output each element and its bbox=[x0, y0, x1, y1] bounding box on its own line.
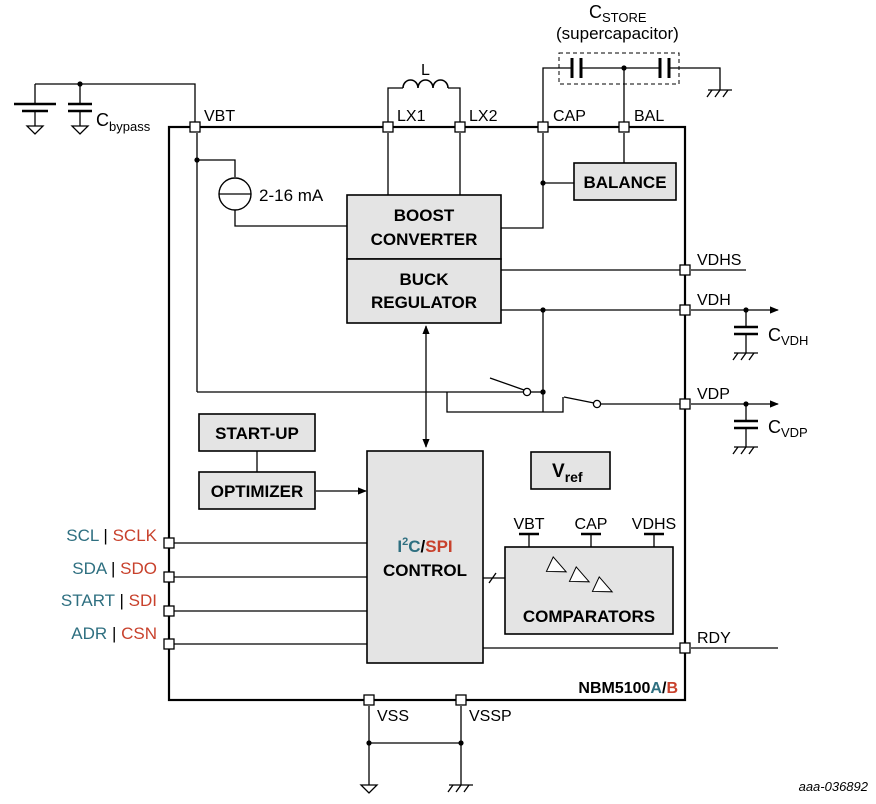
pin-vbt-label: VBT bbox=[204, 108, 235, 125]
comparator-inputs bbox=[519, 532, 664, 547]
pin-vss-label: VSS bbox=[377, 708, 409, 725]
output-network bbox=[691, 269, 779, 649]
figure-id: aaa-036892 bbox=[799, 779, 869, 794]
pin-vdp-label: VDP bbox=[697, 386, 730, 403]
pin-vdh-label: VDH bbox=[697, 292, 731, 309]
cstore-description: (supercapacitor) bbox=[556, 24, 679, 43]
optimizer-block bbox=[198, 471, 316, 510]
vref-block bbox=[530, 451, 611, 490]
buck-line1: BUCK bbox=[399, 270, 449, 289]
pin-rdy-label: RDY bbox=[697, 630, 731, 647]
comparator-symbols bbox=[545, 556, 614, 593]
pin-label-start-sdi: START | SDI bbox=[61, 591, 157, 610]
startup-label: START-UP bbox=[215, 424, 299, 443]
pin-vssp-label: VSSP bbox=[469, 708, 512, 725]
boost-line1: BOOST bbox=[394, 206, 455, 225]
current-source-label: 2-16 mA bbox=[259, 186, 324, 205]
buck-regulator-block bbox=[346, 258, 502, 324]
cvdp-label: CVDP bbox=[768, 417, 808, 440]
inductor bbox=[387, 79, 461, 127]
balance-label: BALANCE bbox=[583, 173, 666, 192]
cvdh-label: CVDH bbox=[768, 325, 808, 348]
pin-label-scl-sclk: SCL | SCLK bbox=[66, 526, 157, 545]
comp-vdhs-label: VDHS bbox=[632, 516, 676, 533]
control-line2: CONTROL bbox=[383, 561, 467, 580]
pin-label-adr-csn: ADR | CSN bbox=[71, 624, 157, 643]
comparators-block bbox=[504, 546, 674, 635]
control-block bbox=[366, 450, 484, 664]
current-source bbox=[218, 177, 252, 211]
startup-block bbox=[198, 413, 316, 452]
supercapacitor bbox=[542, 52, 732, 127]
control-line1: I2C/SPI bbox=[397, 536, 452, 556]
chip-outline bbox=[167, 125, 687, 702]
bypass-network bbox=[14, 81, 196, 135]
pin-vdhs-label: VDHS bbox=[697, 252, 741, 269]
cstore-label: CSTORE bbox=[589, 2, 647, 25]
vref-label: Vref bbox=[552, 461, 583, 485]
comp-vbt-label: VBT bbox=[513, 516, 544, 533]
pin-lx2-label: LX2 bbox=[469, 108, 498, 125]
pin-bal-label: BAL bbox=[634, 108, 664, 125]
comp-cap-label: CAP bbox=[575, 516, 608, 533]
boost-converter-block bbox=[346, 194, 502, 260]
cbypass-label: Cbypass bbox=[96, 110, 151, 134]
pin-lx1-label: LX1 bbox=[397, 108, 426, 125]
pins bbox=[163, 121, 691, 706]
pin-cap-label: CAP bbox=[553, 108, 586, 125]
boost-line2: CONVERTER bbox=[371, 230, 478, 249]
part-number: NBM5100A/B bbox=[578, 680, 678, 697]
optimizer-label: OPTIMIZER bbox=[211, 482, 304, 501]
comparators-label: COMPARATORS bbox=[523, 607, 655, 626]
balance-block bbox=[573, 162, 677, 201]
inductor-label: L bbox=[421, 62, 430, 79]
internal-wiring bbox=[169, 133, 685, 794]
buck-line2: REGULATOR bbox=[371, 293, 477, 312]
pin-label-sda-sdo: SDA | SDO bbox=[72, 559, 157, 578]
